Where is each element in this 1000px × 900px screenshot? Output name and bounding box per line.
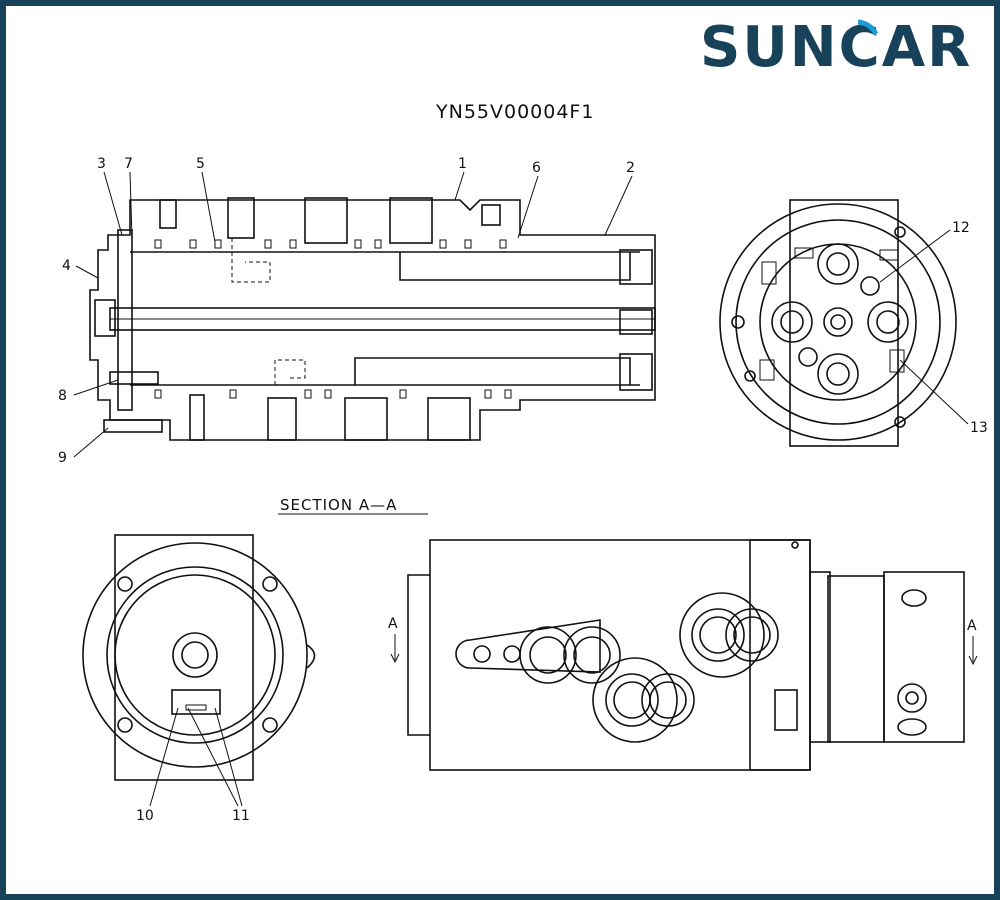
exterior-side-view: A A: [388, 539, 978, 771]
side-section-view: [89, 197, 656, 441]
callouts-side: 3 7 5 1 6 2 4 8 9: [58, 156, 635, 466]
callouts-end: 12 13: [879, 220, 988, 436]
callout-12: 12: [952, 220, 970, 236]
logo-swoosh-icon: [857, 19, 879, 36]
section-marker-right: A: [967, 618, 977, 634]
section-title: SECTION A—A: [280, 496, 397, 514]
callout-2: 2: [626, 160, 635, 176]
callout-13: 13: [970, 420, 988, 436]
end-view-top: [719, 199, 957, 447]
callout-10: 10: [136, 808, 154, 824]
flange-view: [82, 534, 316, 781]
callout-3: 3: [97, 156, 106, 172]
suncar-logo: SUNCAR: [700, 15, 972, 80]
callout-1: 1: [458, 156, 467, 172]
section-marker-left: A: [388, 616, 398, 632]
callouts-flange: 10 11: [136, 707, 250, 824]
callout-7: 7: [124, 156, 133, 172]
callout-9: 9: [58, 450, 67, 466]
logo-text: SUNCAR: [700, 15, 972, 80]
callout-8: 8: [58, 388, 67, 404]
callout-4: 4: [62, 258, 71, 274]
drawing-code: YN55V00004F1: [435, 101, 594, 123]
callout-5: 5: [196, 156, 205, 172]
callout-6: 6: [532, 160, 541, 176]
callout-11: 11: [232, 808, 250, 824]
